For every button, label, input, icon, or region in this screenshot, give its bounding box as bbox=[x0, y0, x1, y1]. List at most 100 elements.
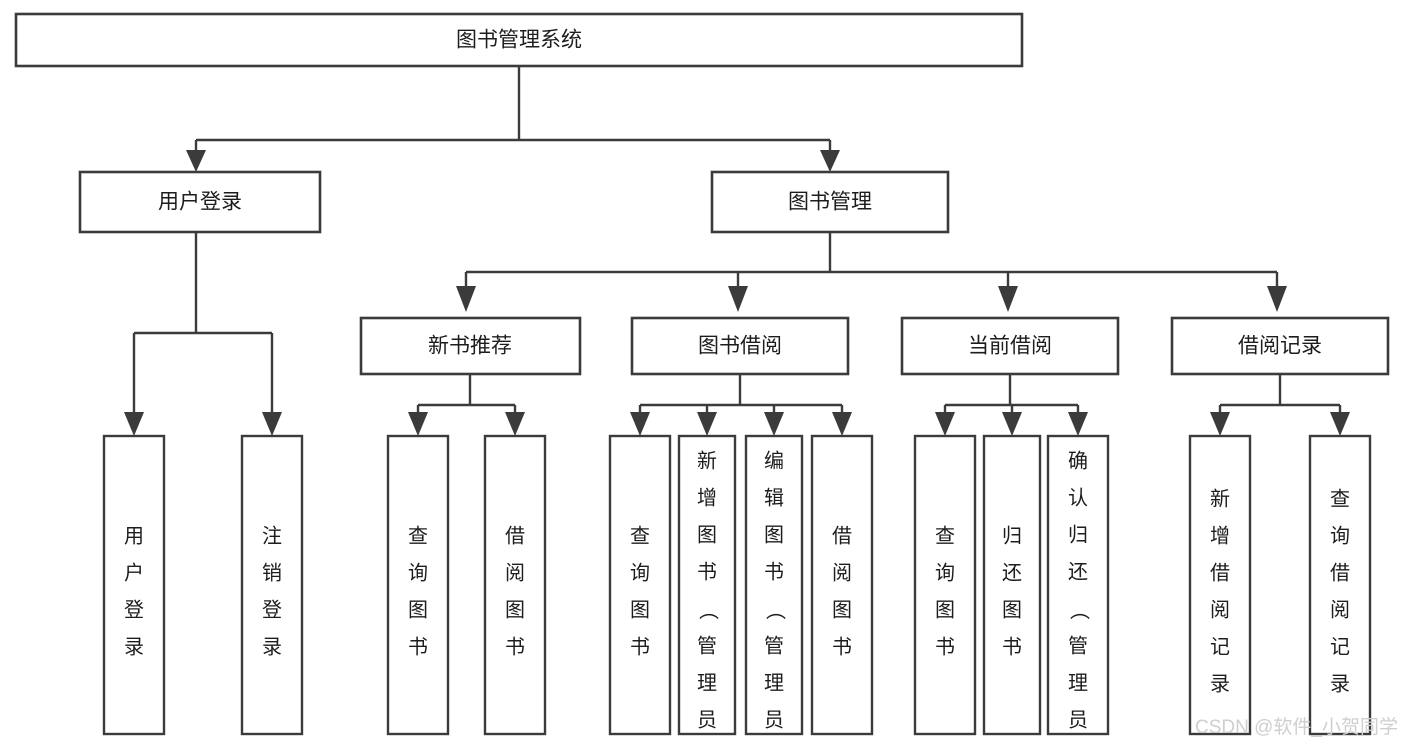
svg-text:阅: 阅 bbox=[505, 561, 525, 584]
node-leaf-query-book-1-box[interactable] bbox=[386, 434, 450, 736]
node-leaf-borrow-book-1-box[interactable] bbox=[483, 434, 547, 736]
node-leaf-confirm-return[interactable] bbox=[1046, 434, 1110, 736]
node-borrow-record-box[interactable] bbox=[1170, 316, 1390, 376]
svg-text:图: 图 bbox=[935, 599, 955, 621]
node-leaf-user-login-box[interactable] bbox=[102, 434, 166, 736]
connector-group-user-login-to-leaves bbox=[124, 232, 282, 436]
svg-text:录: 录 bbox=[124, 636, 144, 658]
svg-text:查: 查 bbox=[630, 524, 650, 547]
svg-text:员: 员 bbox=[764, 709, 784, 731]
arrowhead-book-manage bbox=[820, 150, 840, 172]
node-leaf-query-book-2-box[interactable] bbox=[608, 434, 672, 736]
node-user-login[interactable]: 用户登录 bbox=[78, 170, 322, 234]
arrowhead-leaf-confirm-return bbox=[1068, 412, 1088, 436]
node-leaf-query-book-3-box[interactable] bbox=[913, 434, 977, 736]
node-current-borrow[interactable]: 当前借阅 bbox=[900, 316, 1120, 376]
connector-group-current-borrow-to-leaves bbox=[935, 374, 1088, 436]
node-book-borrow-box[interactable] bbox=[630, 316, 850, 376]
svg-text:借: 借 bbox=[505, 524, 525, 547]
arrowhead-leaf-user-login bbox=[124, 412, 144, 436]
node-book-manage-label: 图书管理 bbox=[788, 191, 872, 214]
svg-text:书: 书 bbox=[832, 635, 852, 658]
node-new-book-rec-label: 新书推荐 bbox=[428, 335, 512, 358]
connector-group-book-manage-to-level3 bbox=[456, 232, 1287, 312]
svg-text:还: 还 bbox=[1068, 560, 1088, 583]
arrowhead-leaf-query-book-3 bbox=[935, 412, 955, 436]
node-root-label: 图书管理系统 bbox=[456, 29, 582, 52]
node-leaf-query-book-2[interactable] bbox=[608, 434, 672, 736]
node-current-borrow-box[interactable] bbox=[900, 316, 1120, 376]
node-leaf-borrow-book-2[interactable] bbox=[810, 434, 874, 736]
node-leaf-confirm-return-box[interactable] bbox=[1046, 434, 1110, 736]
svg-text:确: 确 bbox=[1068, 449, 1088, 472]
svg-text:查: 查 bbox=[408, 524, 428, 547]
node-root[interactable]: 图书管理系统 bbox=[14, 12, 1024, 68]
node-leaf-edit-book-box[interactable] bbox=[744, 434, 804, 736]
node-leaf-borrow-book-2-box[interactable] bbox=[810, 434, 874, 736]
node-new-book-rec[interactable]: 新书推荐 bbox=[359, 316, 582, 376]
arrowhead-leaf-return-book bbox=[1002, 412, 1022, 436]
node-leaf-add-record-box[interactable] bbox=[1188, 434, 1252, 736]
svg-text:登: 登 bbox=[124, 598, 144, 621]
svg-text:图: 图 bbox=[505, 599, 525, 621]
node-leaf-query-book-1[interactable] bbox=[386, 434, 450, 736]
svg-text:借: 借 bbox=[1210, 561, 1230, 584]
svg-text:新: 新 bbox=[697, 449, 717, 472]
node-leaf-borrow-book-1[interactable] bbox=[483, 434, 547, 736]
node-leaf-return-book-box[interactable] bbox=[982, 434, 1042, 736]
svg-text:询: 询 bbox=[935, 561, 955, 584]
arrowhead-leaf-logout bbox=[262, 412, 282, 436]
svg-text:记: 记 bbox=[1330, 635, 1350, 658]
node-user-login-box[interactable] bbox=[78, 170, 322, 234]
svg-text:（: （ bbox=[697, 600, 720, 620]
svg-text:图: 图 bbox=[697, 524, 717, 546]
node-book-manage[interactable]: 图书管理 bbox=[710, 170, 950, 234]
node-book-borrow[interactable]: 图书借阅 bbox=[630, 316, 850, 376]
svg-text:理: 理 bbox=[764, 672, 784, 694]
svg-text:用: 用 bbox=[124, 525, 144, 547]
svg-text:户: 户 bbox=[124, 561, 144, 584]
node-leaf-query-book-3[interactable] bbox=[913, 434, 977, 736]
node-current-borrow-label: 当前借阅 bbox=[968, 335, 1052, 358]
svg-text:查: 查 bbox=[935, 524, 955, 547]
node-borrow-record[interactable]: 借阅记录 bbox=[1170, 316, 1390, 376]
svg-text:书: 书 bbox=[764, 560, 784, 583]
arrowhead-leaf-borrow-book-2 bbox=[832, 412, 852, 436]
svg-text:询: 询 bbox=[630, 561, 650, 584]
arrowhead-leaf-add-book bbox=[697, 412, 717, 436]
node-leaf-add-book-box[interactable] bbox=[677, 434, 737, 736]
svg-text:（: （ bbox=[1068, 600, 1091, 620]
svg-text:图: 图 bbox=[1002, 599, 1022, 621]
svg-text:管: 管 bbox=[1068, 634, 1088, 657]
node-leaf-logout[interactable] bbox=[240, 434, 304, 736]
svg-text:增: 增 bbox=[697, 486, 717, 509]
node-leaf-user-login-label: 用户登录 bbox=[124, 525, 144, 658]
svg-text:销: 销 bbox=[262, 561, 282, 584]
arrowhead-leaf-edit-book bbox=[764, 412, 784, 436]
svg-text:理: 理 bbox=[1068, 672, 1088, 694]
node-leaf-return-book[interactable] bbox=[982, 434, 1042, 736]
svg-text:辑: 辑 bbox=[764, 486, 784, 509]
svg-text:理: 理 bbox=[697, 672, 717, 694]
node-new-book-rec-box[interactable] bbox=[359, 316, 582, 376]
svg-text:询: 询 bbox=[1330, 524, 1350, 547]
node-leaf-query-record-box[interactable] bbox=[1308, 434, 1372, 736]
node-leaf-user-login[interactable] bbox=[102, 434, 166, 736]
node-root-box[interactable] bbox=[14, 12, 1024, 68]
node-borrow-record-label: 借阅记录 bbox=[1238, 335, 1322, 358]
svg-text:书: 书 bbox=[697, 560, 717, 583]
node-book-manage-box[interactable] bbox=[710, 170, 950, 234]
node-leaf-query-record[interactable] bbox=[1308, 434, 1372, 736]
svg-text:阅: 阅 bbox=[1330, 598, 1350, 621]
node-leaf-add-record[interactable] bbox=[1188, 434, 1252, 736]
node-leaf-logout-box[interactable] bbox=[240, 434, 304, 736]
node-leaf-edit-book[interactable] bbox=[744, 434, 804, 736]
node-leaf-add-book[interactable] bbox=[677, 434, 737, 736]
